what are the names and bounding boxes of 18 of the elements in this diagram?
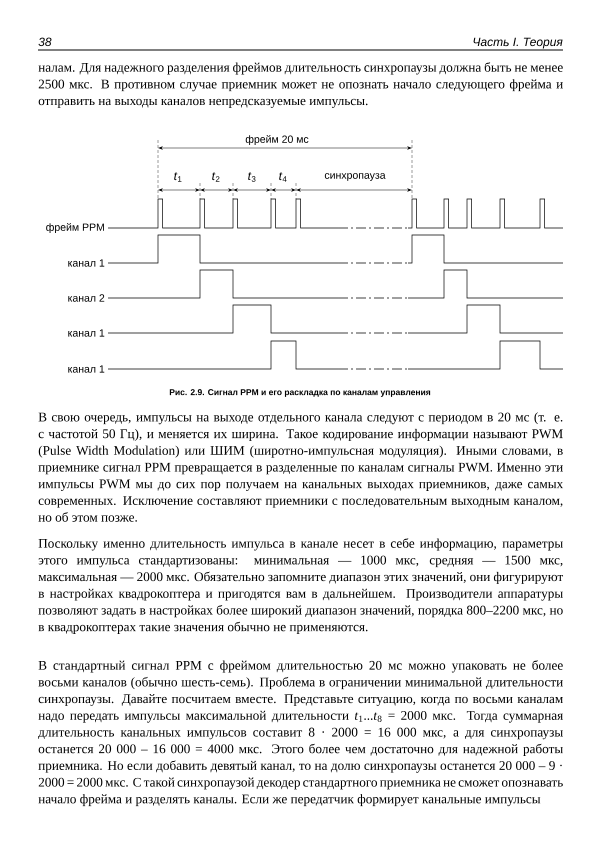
time-label: t$_{4}$ xyxy=(279,172,287,182)
paragraph: В свою очередь, импульсы на выходе отдельного канала следуют с периодом в 20 мс (т. е. с частотой 50 Гц), и меняется их ширина. Такое кодирование информации называют PWM (Pulse Width Modulation) или ШИМ (широтно-импульсная модуляция). Иными словами, в приемнике сигнал PPM превращается в разделенные по каналам сигналы PWM. Именно эти импульсы PWM мы до сих пор получаем на канальных выходах приемников, даже самых современных. Исключение составляют приемники с последовательным выходным каналом, но об этом позже. xyxy=(38,412,564,522)
paragraph: налам. Для надежного разделения фреймов длительность синхропаузы должна быть не менее 2500 мкс. В противном случае приемник может не опознать начало следующего фрейма и отправить на выходы каналов непредсказуемые импульсы. xyxy=(38,62,563,108)
running-head: Часть I. Теория xyxy=(474,38,563,48)
signal-label: канал 1 xyxy=(68,329,104,337)
signal-label: канал 1 xyxy=(68,365,104,373)
time-label: t$_{2}$ xyxy=(212,172,220,182)
signal-label: фрейм PPM xyxy=(46,223,104,233)
signal-label: канал 2 xyxy=(68,294,104,302)
time-label: t$_{1}$ xyxy=(174,172,182,182)
page-number: 38 xyxy=(38,38,52,46)
signal-label: канал 1 xyxy=(68,259,104,267)
paragraph: В стандартный сигнал PPM с фреймом длительностью 20 мс можно упаковать не более восьми каналов (обычно шесть-семь). Проблема в ограничении минимальной длительности синхропаузы. Давайте посчитаем вместе. Представьте ситуацию, когда по восьми каналам надо передать импульсы максимальной длительности t$_{1}$...t$_{8}$ = 2000 мкс. Тогда суммарная длительность канальных импульсов составит 8 · 2000 = 16 000 мкс, а для синхропаузы останется 20 000 – 16 000 = 4000 мкс. Этого более чем достаточно для надежной работы приемника. Но если добавить девятый канал, то на долю синхропаузы останется 20 000 – 9 · 2000 = 2000 мкс. С такой синхропаузой декодер стандартного приемника не сможет опознавать начало фрейма и разделять каналы. Если же передатчик формирует канальные импульсы xyxy=(38,660,563,806)
paragraph: Поскольку именно длительность импульса в канале несет в себе информацию, параметры этого импульса стандартизованы: минимальная — 1000 мкс, средняя — 1500 мкс, максимальная — 2000 мкс. Обязательно запомните диапазон этих значений, они фигурируют в настройках квадрокоптера и пригодятся вам в дальнейшем. Производители аппаратуры позволяют задать в настройках более широкий диапазон значений, порядка 800–2200 мкс, но в квадрокоптерах такие значения обычно не применяются. xyxy=(38,538,564,634)
time-label: t$_{3}$ xyxy=(248,172,256,182)
dimension-label: фрейм 20 мс xyxy=(244,134,310,146)
figure-caption: Рис. 2.9. Сигнал PPM и его раскладка по каналам управления xyxy=(170,389,430,397)
dimension-label: синхропауза xyxy=(323,172,387,182)
